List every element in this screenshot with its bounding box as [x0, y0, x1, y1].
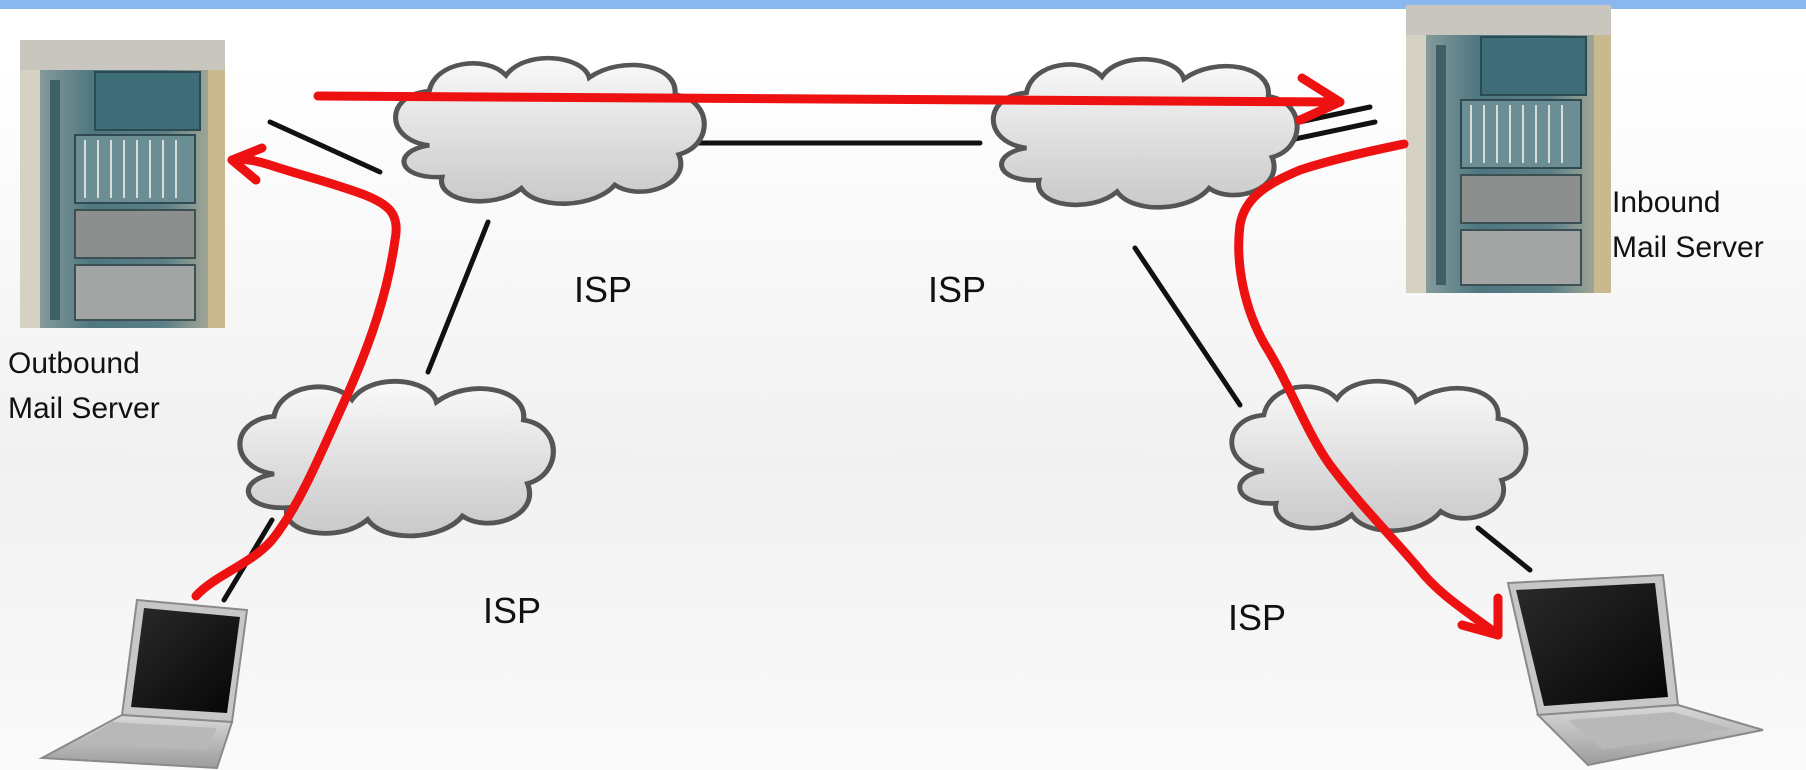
laptop-icon — [38, 598, 249, 770]
arrow-icon — [1457, 593, 1503, 640]
outbound-mail-server — [20, 40, 225, 328]
link-isp-to-access-isp-right — [1132, 245, 1243, 408]
link-outbound-to-isp — [267, 119, 383, 175]
isp-label-top-right: ISP — [928, 269, 986, 310]
server-rack-icon — [1406, 5, 1611, 293]
laptop-icon — [1506, 573, 1764, 767]
path-inbound-to-recipient — [1234, 139, 1503, 640]
top-banner — [0, 0, 1806, 9]
path-outbound-to-inbound — [313, 91, 1345, 107]
link-isp-to-inbound — [1287, 119, 1378, 143]
inbound-mail-server — [1406, 5, 1611, 293]
isp-label-bottom-right: ISP — [1228, 597, 1286, 638]
sender-laptop — [38, 598, 249, 770]
cloud-icon — [993, 59, 1297, 207]
labels: ISP ISP ISP ISP Outbound Mail Server Inb… — [8, 186, 1764, 638]
recipient-laptop — [1506, 573, 1764, 767]
link-isp-to-access-isp — [425, 219, 491, 375]
link-access-isp-to-laptop — [1475, 525, 1533, 573]
mail-path — [191, 73, 1503, 640]
inbound-label-line2: Mail Server — [1612, 231, 1764, 264]
server-rack-icon — [20, 40, 225, 328]
network-links — [221, 104, 1533, 603]
inbound-label-line1: Inbound — [1612, 186, 1720, 219]
cloud-icon — [396, 58, 705, 204]
path-laptop-to-outbound — [191, 154, 401, 601]
cloud-icon — [1232, 381, 1526, 530]
isp-label-top-left: ISP — [574, 269, 632, 310]
arrow-icon — [227, 143, 267, 185]
isp-label-bottom-left: ISP — [483, 590, 541, 631]
arrow-icon — [1295, 73, 1345, 125]
outbound-label-line2: Mail Server — [8, 392, 160, 425]
outbound-label-line1: Outbound — [8, 347, 140, 380]
